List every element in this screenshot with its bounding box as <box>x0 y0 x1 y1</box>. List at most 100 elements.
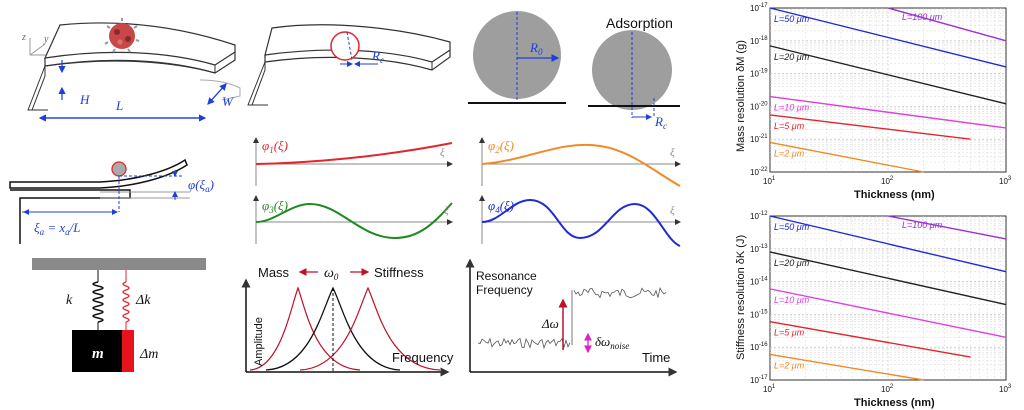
label-Rc: Rc <box>371 48 384 65</box>
label-time: Time <box>642 350 670 365</box>
mass-y-tick: 10-20 <box>750 101 768 111</box>
mode-2-curve <box>481 143 681 187</box>
mass-series-line <box>769 114 971 140</box>
label-domega: Δω <box>541 316 559 331</box>
mass-series-label: L=2 μm <box>774 148 805 158</box>
noise-trace-before <box>477 337 571 350</box>
axis-triad <box>29 38 48 56</box>
mode-4-plot: φ4(ξ) ξ <box>479 195 681 247</box>
stiffness-series-line <box>769 251 1007 306</box>
label-stiffness: Stiffness <box>374 265 424 280</box>
mode-2-plot: φ2(ξ) ξ <box>479 137 681 187</box>
stiffness-x-tick: 103 <box>999 384 1012 394</box>
frequency-time-plot: Resonance Frequency Δω δωnoise Time <box>465 258 678 377</box>
mass-y-tick: 10-21 <box>750 134 768 144</box>
stiffness-series-label: L=2 μm <box>774 360 805 370</box>
stiffness-y-label: Stiffness resolution δK (J) <box>735 235 747 360</box>
svg-text:ξ: ξ <box>440 147 445 159</box>
svg-text:ξ: ξ <box>444 205 449 217</box>
mass-block <box>72 330 122 372</box>
stiffness-x-label: Thickness (nm) <box>854 397 935 409</box>
mass-series-line <box>769 141 924 173</box>
label-k: k <box>66 293 73 308</box>
resonance-plot: Mass ω0 Stiffness Amplitude Frequency <box>241 265 454 377</box>
mass-y-tick: 10-19 <box>750 69 768 79</box>
label-m: m <box>92 346 104 362</box>
stiffness-x-tick: 102 <box>881 384 894 394</box>
spring-dk <box>122 281 130 323</box>
axis-z-label: z <box>21 32 26 43</box>
adsorbed-particle <box>111 161 127 177</box>
cantilever-rc: Rc <box>247 24 451 106</box>
mass-series-label: L=100 μm <box>902 12 943 22</box>
stiffness-y-tick: 10-12 <box>750 211 768 221</box>
adsorption-label: Adsorption <box>606 15 673 31</box>
cantilever-3d: z y x H L <box>21 18 241 122</box>
mass-series-line <box>769 95 1007 129</box>
stiffness-series-label: L=5 μm <box>774 328 805 338</box>
mode-3-curve <box>255 202 453 240</box>
label-Rc2: Rc <box>654 114 667 131</box>
mass-x-label: Thickness (nm) <box>854 189 935 201</box>
mass-y-tick: 10-22 <box>750 167 768 177</box>
label-frequency-title: Frequency <box>476 283 533 297</box>
label-L: L <box>115 98 123 113</box>
stiffness-y-tick: 10-16 <box>750 342 768 352</box>
stiffness-series-label: L=50 μm <box>774 222 810 232</box>
spring-k <box>92 281 104 323</box>
svg-text:ξ: ξ <box>670 205 675 217</box>
mass-y-tick: 10-18 <box>750 36 768 46</box>
sphere-after: Adsorption Rc <box>588 15 680 131</box>
stiffness-series-line <box>769 288 1007 339</box>
label-xi-a: ξa = xa/L <box>34 220 80 237</box>
virus-particle <box>104 18 140 53</box>
svg-text:φ1(ξ): φ1(ξ) <box>262 138 288 155</box>
stiffness-series-label: L=10 μm <box>774 295 810 305</box>
svg-text:ξ: ξ <box>670 147 675 159</box>
axis-y-label: y <box>43 34 49 45</box>
noise-trace-after <box>573 286 667 299</box>
peak-mass-shift <box>249 286 361 371</box>
stiffness-y-tick: 10-13 <box>750 244 768 254</box>
mass-x-tick: 102 <box>881 176 894 186</box>
label-R0: R0 <box>529 40 543 57</box>
adsorbed-particle-circle <box>330 31 360 61</box>
mass-series-label: L=50 μm <box>774 14 810 24</box>
stiffness-y-tick: 10-17 <box>750 375 768 385</box>
label-amplitude: Amplitude <box>253 317 265 366</box>
spring-mass-model: k Δk m Δm <box>32 258 206 372</box>
label-omega0: ω0 <box>324 266 339 282</box>
stiffness-y-tick: 10-14 <box>750 277 768 287</box>
mass-series-label: L=20 μm <box>774 52 810 62</box>
label-phi-xi-a: φ(ξa) <box>188 177 214 194</box>
mode-1-curve <box>255 142 453 165</box>
stiffness-series-line <box>887 215 1007 240</box>
bent-cantilever: φ(ξa) ξa = xa/L <box>9 158 214 244</box>
mode-4-curve <box>481 198 681 247</box>
label-H: H <box>79 92 90 107</box>
mass-series-label: L=10 μm <box>774 103 810 113</box>
ceiling <box>32 258 206 270</box>
label-resonance: Resonance <box>476 269 537 283</box>
svg-text:φ4(ξ): φ4(ξ) <box>488 198 514 215</box>
mode-3-plot: φ3(ξ) ξ <box>253 195 453 244</box>
svg-text:φ2(ξ): φ2(ξ) <box>488 138 514 155</box>
label-dm: Δm <box>139 347 158 362</box>
label-dk: Δk <box>135 293 151 308</box>
mass-series-line <box>769 7 1007 68</box>
added-mass-block <box>122 330 134 372</box>
stiffness-y-tick: 10-15 <box>750 309 768 319</box>
label-dnoise: δωnoise <box>595 334 629 351</box>
cantilever-base <box>27 65 46 111</box>
stiffness-series-label: L=20 μm <box>774 258 810 268</box>
mass-y-label: Mass resolution δM (g) <box>735 40 747 152</box>
mass-x-tick: 101 <box>763 176 776 186</box>
stiffness-series-label: L=100 μm <box>902 220 943 230</box>
label-frequency: Frequency <box>392 350 454 365</box>
mode-shapes: φ1(ξ) ξ φ2(ξ) ξ φ3(ξ) ξ φ4(ξ) ξ <box>253 137 681 247</box>
mass-series-line <box>887 7 1007 42</box>
sphere-before: R0 <box>468 11 566 104</box>
